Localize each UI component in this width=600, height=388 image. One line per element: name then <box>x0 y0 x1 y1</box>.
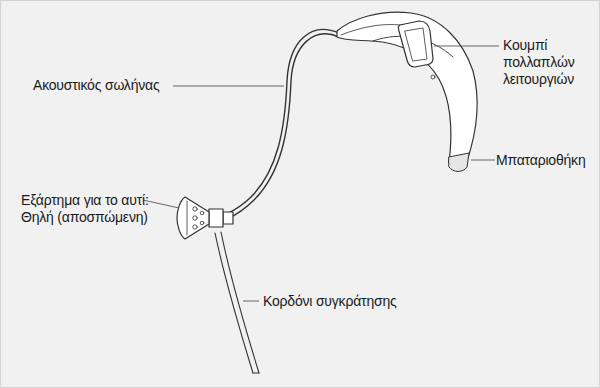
part-label: Κορδόνι συγκράτησης <box>263 293 433 310</box>
part-label: Κουμπί πολλαπλών λειτουργιών <box>503 37 595 88</box>
part-label: Μπαταριοθήκη <box>496 152 596 169</box>
part-label: Εξάρτημα για το αυτί: Θηλή (αποσπώμενη) <box>21 192 173 226</box>
part-label: Ακουστικός σωλήνας <box>33 77 183 94</box>
